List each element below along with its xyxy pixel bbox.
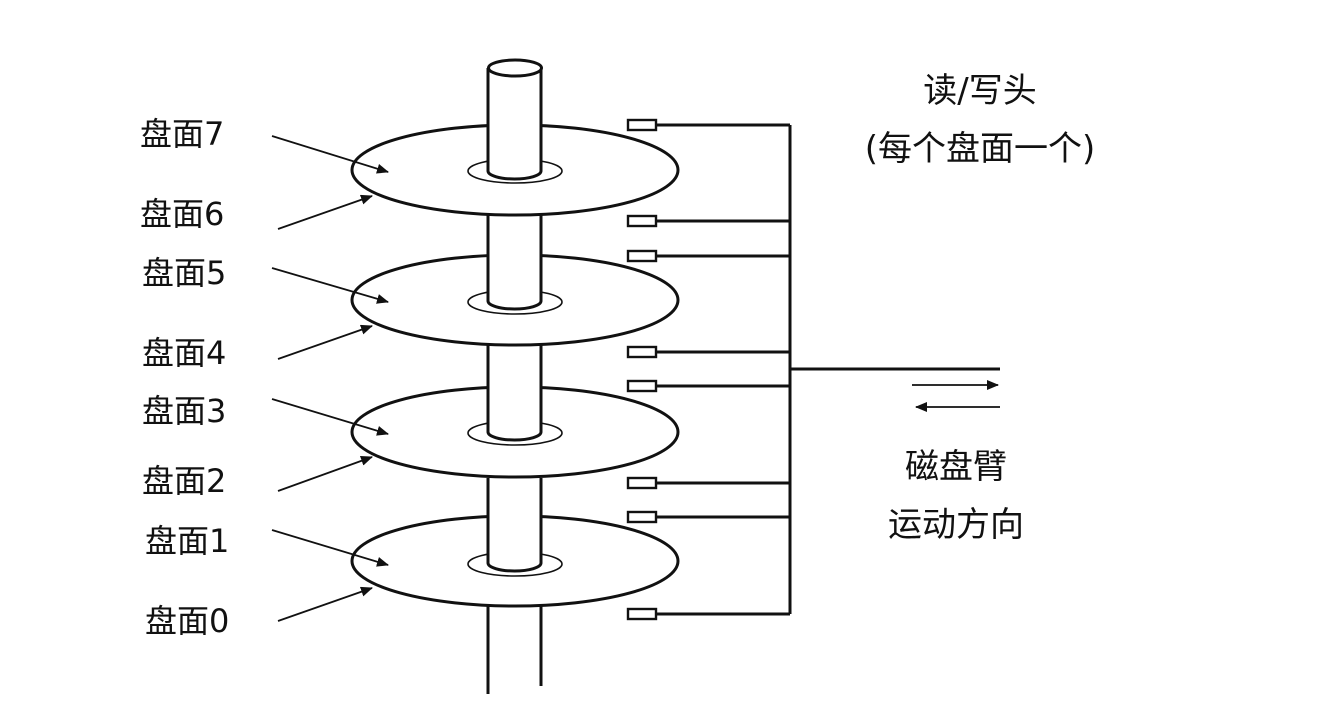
read-write-head bbox=[626, 510, 790, 524]
head-title: 读/写头 bbox=[923, 71, 1036, 111]
arm-label-line1: 磁盘臂 bbox=[905, 447, 1007, 487]
platter-4 bbox=[350, 478, 680, 608]
surface-label-6: 盘面6 bbox=[140, 195, 224, 233]
platter-2 bbox=[350, 213, 680, 347]
surface-label-3: 盘面3 bbox=[142, 392, 226, 430]
surface-4-arrow bbox=[277, 324, 373, 360]
surface-label-7: 盘面7 bbox=[140, 115, 224, 153]
surface-label-4: 盘面4 bbox=[142, 334, 226, 372]
platter-1 bbox=[350, 58, 680, 217]
surface-6-arrow bbox=[277, 194, 373, 230]
surface-2-arrow bbox=[277, 456, 373, 492]
head-subtitle: (每个盘面一个) bbox=[865, 129, 1096, 169]
read-write-head bbox=[626, 379, 790, 393]
read-write-head bbox=[626, 476, 790, 490]
read-write-head bbox=[626, 345, 790, 359]
surface-label-0: 盘面0 bbox=[145, 602, 229, 640]
read-write-head bbox=[626, 249, 790, 263]
surface-0-arrow bbox=[277, 586, 373, 622]
surface-label-2: 盘面2 bbox=[142, 462, 226, 500]
read-write-head bbox=[626, 118, 790, 132]
head-arm-assembly bbox=[626, 118, 1000, 621]
read-write-head bbox=[626, 607, 790, 621]
surface-pointer-arrows bbox=[271, 135, 389, 622]
read-write-head bbox=[626, 214, 790, 228]
arm-label-line2: 运动方向 bbox=[888, 505, 1024, 545]
surface-5-arrow bbox=[271, 267, 389, 304]
platter-3 bbox=[350, 345, 680, 479]
surface-1-arrow bbox=[271, 529, 389, 567]
surface-label-5: 盘面5 bbox=[142, 254, 226, 292]
surface-3-arrow bbox=[271, 398, 389, 436]
surface-7-arrow bbox=[271, 135, 389, 174]
surface-label-1: 盘面1 bbox=[145, 522, 229, 560]
